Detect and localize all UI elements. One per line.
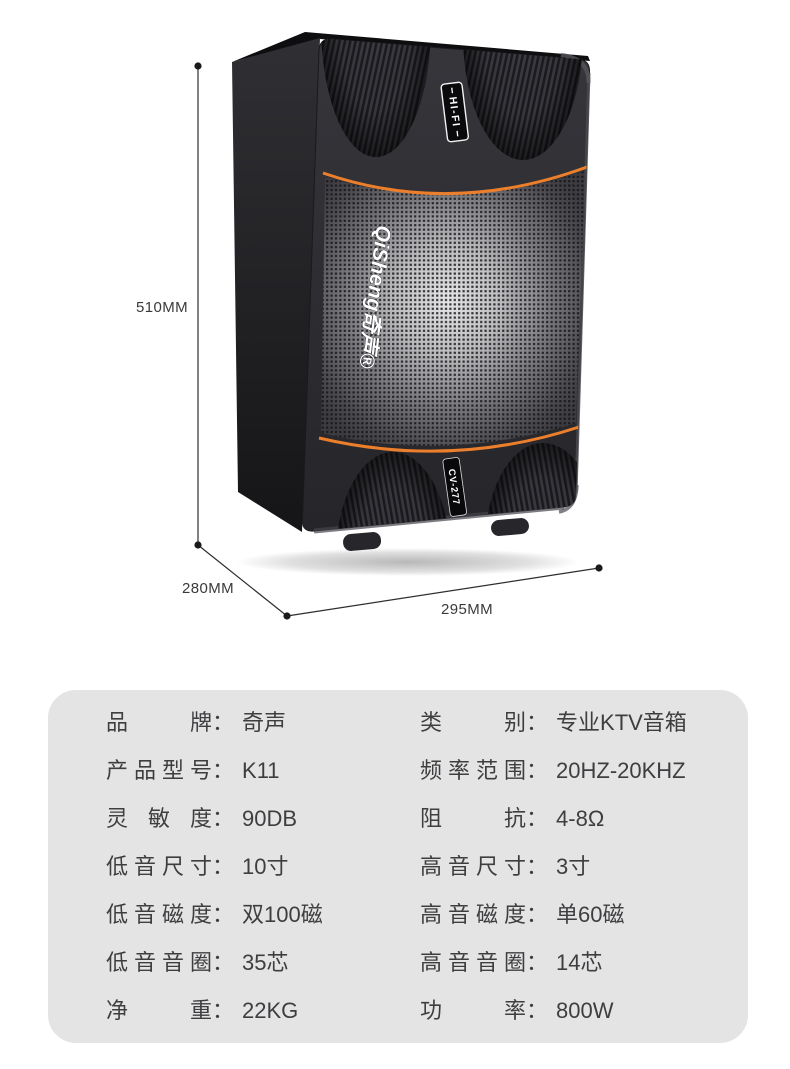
product-showcase: QiSheng奇声® HI-FI CV-277 510MM 280MM — [136, 32, 603, 620]
spec-row-tweeter-voice-coil: 高音音圈： 14芯 — [420, 939, 687, 987]
spec-label: 品牌 — [106, 710, 212, 735]
spec-value: 奇声 — [242, 710, 287, 735]
spec-colon: ： — [212, 758, 235, 783]
spec-label: 净重 — [106, 998, 212, 1023]
spec-label: 高音音圈 — [420, 950, 526, 975]
spec-row-woofer-magnet: 低音磁度： 双100磁 — [106, 891, 323, 939]
spec-value: 22KG — [242, 998, 299, 1023]
dimension-lines — [194, 62, 603, 620]
width-dimension-line — [286, 567, 600, 617]
dimension-width-label: 295MM — [441, 601, 494, 618]
spec-panel: 品牌：奇声 产品型号：K11 灵敏度：90DB 低音尺寸：10寸 低音磁度：双1… — [48, 690, 748, 1043]
spec-value: K11 — [242, 758, 280, 783]
spec-row-tweeter-size: 高音尺寸： 3寸 — [420, 843, 687, 891]
top-rib-fans — [321, 39, 583, 160]
spec-colon: ： — [526, 758, 549, 783]
spec-value: 35芯 — [242, 950, 289, 975]
spec-colon: ： — [212, 902, 235, 927]
spec-value: 20HZ-20KHZ — [556, 758, 686, 783]
spec-row-woofer-voice-coil: 低音音圈： 35芯 — [106, 939, 323, 987]
spec-value: 800W — [556, 998, 614, 1023]
speaker-grille — [321, 171, 585, 446]
spec-value: 4-8Ω — [556, 806, 605, 831]
bottom-rib-fans — [336, 443, 590, 532]
spec-row-tweeter-magnet: 高音磁度： 单60磁 — [420, 891, 687, 939]
speaker-cabinet-side — [232, 38, 320, 532]
spec-row-impedance: 阻抗： 4-8Ω — [420, 795, 687, 843]
spec-colon: ： — [212, 806, 235, 831]
svg-text:CV-277: CV-277 — [446, 468, 462, 506]
spec-value: 3寸 — [556, 854, 591, 879]
spec-label: 类别 — [420, 710, 526, 735]
speaker-shadow — [236, 548, 580, 576]
spec-row-model: 产品型号： K11 — [106, 747, 323, 795]
spec-colon: ： — [526, 998, 549, 1023]
spec-colon: ： — [526, 806, 549, 831]
speaker-feet — [343, 518, 529, 551]
speaker-image: QiSheng奇声® HI-FI CV-277 — [232, 32, 591, 576]
spec-colon: ： — [526, 710, 549, 735]
spec-label: 低音尺寸 — [106, 854, 212, 879]
spec-value: 专业KTV音箱 — [556, 710, 687, 735]
spec-value: 双100磁 — [242, 902, 323, 927]
grille-trim-bottom — [318, 425, 580, 453]
model-badge: CV-277 — [442, 457, 467, 517]
spec-colon: ： — [212, 998, 235, 1023]
spec-value: 单60磁 — [556, 902, 625, 927]
spec-row-power: 功率： 800W — [420, 987, 687, 1035]
spec-row-brand: 品牌： 奇声 — [106, 699, 323, 747]
spec-column-left: 品牌：奇声 产品型号：K11 灵敏度：90DB 低音尺寸：10寸 低音磁度：双1… — [106, 699, 323, 1035]
spec-colon: ： — [526, 902, 549, 927]
spec-row-frequency-range: 频率范围： 20HZ-20KHZ — [420, 747, 687, 795]
spec-value: 10寸 — [242, 854, 289, 879]
spec-value: 14芯 — [556, 950, 603, 975]
spec-label: 高音尺寸 — [420, 854, 526, 879]
spec-row-net-weight: 净重： 22KG — [106, 987, 323, 1035]
grille-trim-top — [322, 165, 588, 196]
spec-label: 高音磁度 — [420, 902, 526, 927]
spec-label: 阻抗 — [420, 806, 526, 831]
dimension-depth-label: 280MM — [182, 580, 235, 597]
spec-row-woofer-size: 低音尺寸： 10寸 — [106, 843, 323, 891]
spec-label: 灵敏度 — [106, 806, 212, 831]
dimension-height-label: 510MM — [136, 299, 189, 316]
spec-colon: ： — [526, 854, 549, 879]
spec-colon: ： — [212, 950, 235, 975]
spec-colon: ： — [212, 854, 235, 879]
spec-value: 90DB — [242, 806, 298, 831]
spec-colon: ： — [212, 710, 235, 735]
spec-row-category: 类别： 专业KTV音箱 — [420, 699, 687, 747]
spec-label: 低音音圈 — [106, 950, 212, 975]
dimension-endpoint-dots — [194, 62, 603, 620]
spec-label: 频率范围 — [420, 758, 526, 783]
depth-dimension-line — [197, 544, 288, 617]
spec-label: 产品型号 — [106, 758, 212, 783]
spec-row-sensitivity: 灵敏度： 90DB — [106, 795, 323, 843]
hifi-badge: HI-FI — [440, 81, 470, 143]
spec-label: 功率 — [420, 998, 526, 1023]
spec-colon: ： — [526, 950, 549, 975]
svg-text:HI-FI: HI-FI — [446, 96, 462, 128]
spec-label: 低音磁度 — [106, 902, 212, 927]
spec-column-right: 类别：专业KTV音箱 频率范围：20HZ-20KHZ 阻抗：4-8Ω 高音尺寸：… — [420, 699, 687, 1035]
